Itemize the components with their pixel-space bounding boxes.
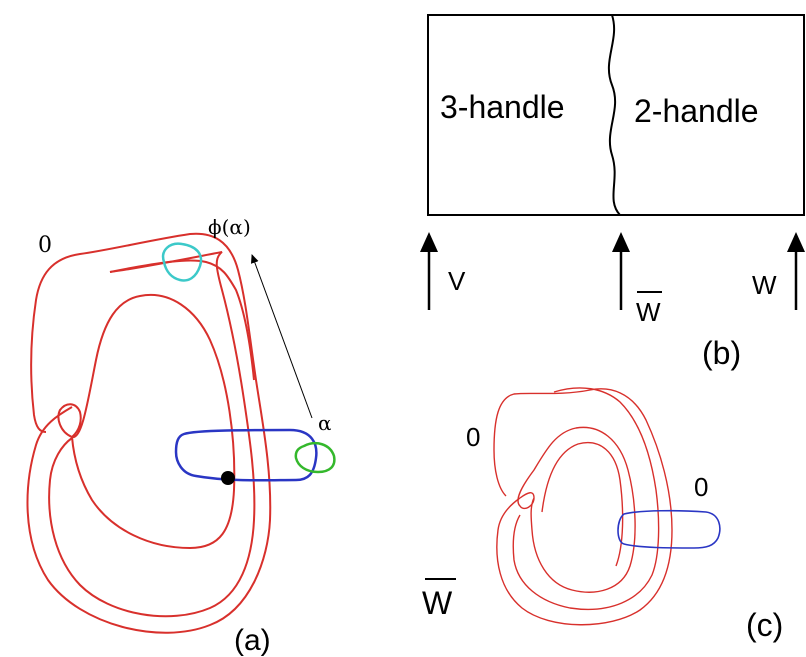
- w-label: W: [752, 270, 777, 300]
- map-arrow: [251, 254, 313, 419]
- three-handle-label: 3-handle: [440, 89, 565, 125]
- arrow-v: [420, 232, 438, 310]
- knot-c-outer-strand: [493, 388, 673, 626]
- manifold-label-c: W: [422, 585, 453, 621]
- knot-c-inner-strand: [517, 426, 636, 593]
- knot-outer-strand: [26, 232, 272, 634]
- panel-c: 0 0 W (c): [422, 387, 783, 643]
- knot-inner-strand: [57, 293, 236, 550]
- knot-outer-parallel-strand: [48, 251, 256, 618]
- wbar-label: W: [636, 297, 661, 327]
- cobordism-box: [427, 14, 805, 216]
- panel-a: 0 α ϕ(α) (a): [26, 215, 336, 657]
- blue-dotted-circle: [174, 428, 318, 482]
- dot-marker: [221, 471, 235, 485]
- knot-top-strand: [109, 259, 255, 381]
- alpha-label: α: [318, 411, 332, 435]
- knot-c-parallel-strand: [512, 387, 660, 611]
- arrow-w: [787, 232, 805, 310]
- knot-c-inner-parallel: [541, 442, 624, 567]
- panel-b: 3-handle 2-handle V W W (b): [420, 14, 805, 371]
- green-curve-alpha: [294, 442, 336, 474]
- knot-framing-c: 0: [466, 422, 480, 452]
- circle-framing-c: 0: [694, 472, 708, 502]
- blue-circle-c: [617, 509, 721, 549]
- v-label: V: [448, 266, 466, 296]
- cyan-curve: [161, 242, 203, 282]
- wavy-divider: [607, 14, 621, 216]
- framing-label-a: 0: [38, 233, 52, 258]
- two-handle-label: 2-handle: [634, 93, 759, 129]
- caption-c: (c): [746, 607, 783, 643]
- caption-b: (b): [702, 335, 741, 371]
- caption-a: (a): [234, 624, 271, 657]
- phi-alpha-label: ϕ(α): [208, 215, 251, 239]
- arrow-wbar: [612, 232, 630, 310]
